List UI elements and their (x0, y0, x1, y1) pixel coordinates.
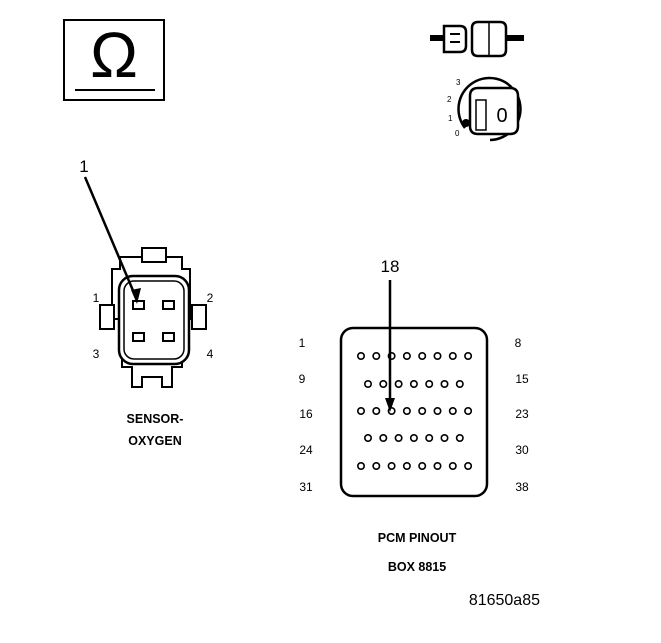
pcm-pin-5 (418, 351, 427, 360)
ohmmeter-icon: Ω (63, 19, 165, 101)
pcm-callout: 18 (381, 257, 400, 412)
sensor-pin-4-label: 4 (207, 347, 214, 361)
figure-id: 81650a85 (469, 592, 540, 609)
sensor-title-line2: OXYGEN (128, 434, 182, 448)
pcm-pin-31 (356, 461, 365, 470)
ignition-key-icon: 0 3 2 1 0 (447, 76, 522, 142)
pcm-pin-14 (440, 379, 449, 388)
pcm-pin-33 (387, 461, 396, 470)
pcm-title-line2: BOX 8815 (388, 560, 446, 574)
ignition-position-1: 1 (448, 114, 453, 123)
pcm-pin-8 (464, 351, 473, 360)
pcm-pin-22 (448, 406, 457, 415)
pcm-row5-left-label: 31 (299, 480, 313, 494)
pcm-row2-right-label: 15 (515, 372, 529, 386)
pcm-pin-34 (402, 461, 411, 470)
pcm-pin-32 (372, 461, 381, 470)
ignition-position-0: 0 (455, 129, 460, 138)
pcm-pin-10 (379, 379, 388, 388)
ignition-position-3: 3 (456, 78, 461, 87)
pcm-row4-right-label: 30 (515, 443, 529, 457)
pcm-pin-13 (425, 379, 434, 388)
pcm-row4-left-label: 24 (299, 443, 313, 457)
pcm-pin-9 (363, 379, 372, 388)
pcm-pin-36 (433, 461, 442, 470)
sensor-callout: 1 (79, 157, 141, 304)
pcm-pin-2 (372, 351, 381, 360)
pcm-row3-left-label: 16 (299, 407, 313, 421)
pcm-pin-20 (418, 406, 427, 415)
pcm-pin-23 (464, 406, 473, 415)
pcm-pin-1 (356, 351, 365, 360)
sensor-pin-1-label: 1 (93, 291, 100, 305)
pcm-pin-29 (440, 433, 449, 442)
pcm-pin-11 (394, 379, 403, 388)
ignition-position-2: 2 (447, 95, 452, 104)
pcm-pin-28 (425, 433, 434, 442)
pcm-connector (339, 326, 489, 498)
pcm-pin-38 (464, 461, 473, 470)
pcm-pin-30 (455, 433, 464, 442)
pcm-pin-6 (433, 351, 442, 360)
pcm-pin-19 (402, 406, 411, 415)
omega-symbol: Ω (90, 19, 138, 91)
pcm-pin-7 (448, 351, 457, 360)
pcm-row1-left-label: 1 (299, 336, 306, 350)
pcm-pin-37 (448, 461, 457, 470)
pcm-row2-left-label: 9 (299, 372, 306, 386)
sensor-pin-2-label: 2 (207, 291, 214, 305)
pcm-callout-number: 18 (381, 257, 400, 276)
pcm-pin-17 (372, 406, 381, 415)
pcm-pin-35 (418, 461, 427, 470)
pcm-pin-26 (394, 433, 403, 442)
sensor-pin-3-label: 3 (93, 347, 100, 361)
pcm-row1-right-label: 8 (515, 336, 522, 350)
pcm-pin-4 (402, 351, 411, 360)
pcm-pin-25 (379, 433, 388, 442)
pcm-pin-27 (409, 433, 418, 442)
key-position-label: 0 (496, 105, 507, 127)
position-indicator-dot (462, 119, 470, 127)
pcm-pin-15 (455, 379, 464, 388)
pcm-row3-right-label: 23 (515, 407, 529, 421)
pcm-title-line1: PCM PINOUT (378, 531, 457, 545)
pcm-pin-12 (409, 379, 418, 388)
pcm-pin-24 (363, 433, 372, 442)
pcm-pin-grid (356, 351, 473, 470)
disconnect-connector-icon (430, 20, 524, 58)
sensor-title-line1: SENSOR- (127, 412, 184, 426)
oxygen-sensor-connector: 1 2 3 4 (93, 247, 214, 388)
pcm-pin-21 (433, 406, 442, 415)
sensor-callout-number: 1 (79, 157, 88, 176)
pcm-pin-16 (356, 406, 365, 415)
pcm-row5-right-label: 38 (515, 480, 529, 494)
